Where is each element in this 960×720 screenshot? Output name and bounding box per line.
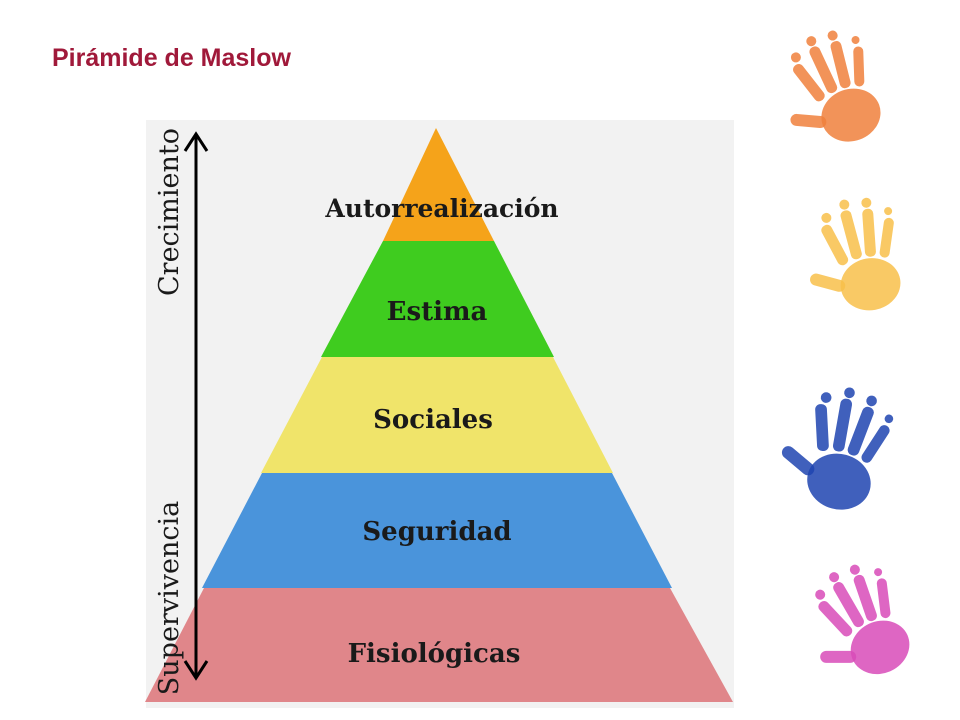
- level-label-sociales: Sociales: [373, 405, 493, 435]
- pyramid-layer-autorrealizacion: [383, 128, 494, 241]
- pyramid-layer-sociales: [261, 357, 613, 473]
- slide-title: Pirámide de Maslow: [52, 44, 291, 72]
- axis-label-crecimiento: Crecimiento: [154, 128, 185, 296]
- growth-survival-arrow: [183, 131, 209, 681]
- level-label-fisiologicas: Fisiológicas: [348, 639, 521, 669]
- level-label-estima: Estima: [387, 297, 488, 327]
- pyramid-layer-fisiologicas: [145, 588, 733, 702]
- blue-handprint-icon: [781, 387, 894, 510]
- level-label-autorrealizacion: Autorrealización: [324, 194, 558, 223]
- level-label-seguridad: Seguridad: [362, 517, 511, 547]
- pyramid-layer-seguridad: [202, 473, 672, 588]
- orange-handprint-icon: [790, 30, 881, 142]
- axis-label-supervivencia: Supervivencia: [154, 501, 185, 695]
- yellow-handprint-icon: [810, 197, 901, 311]
- pink-handprint-icon: [815, 564, 910, 675]
- pyramid-layer-estima: [321, 241, 554, 357]
